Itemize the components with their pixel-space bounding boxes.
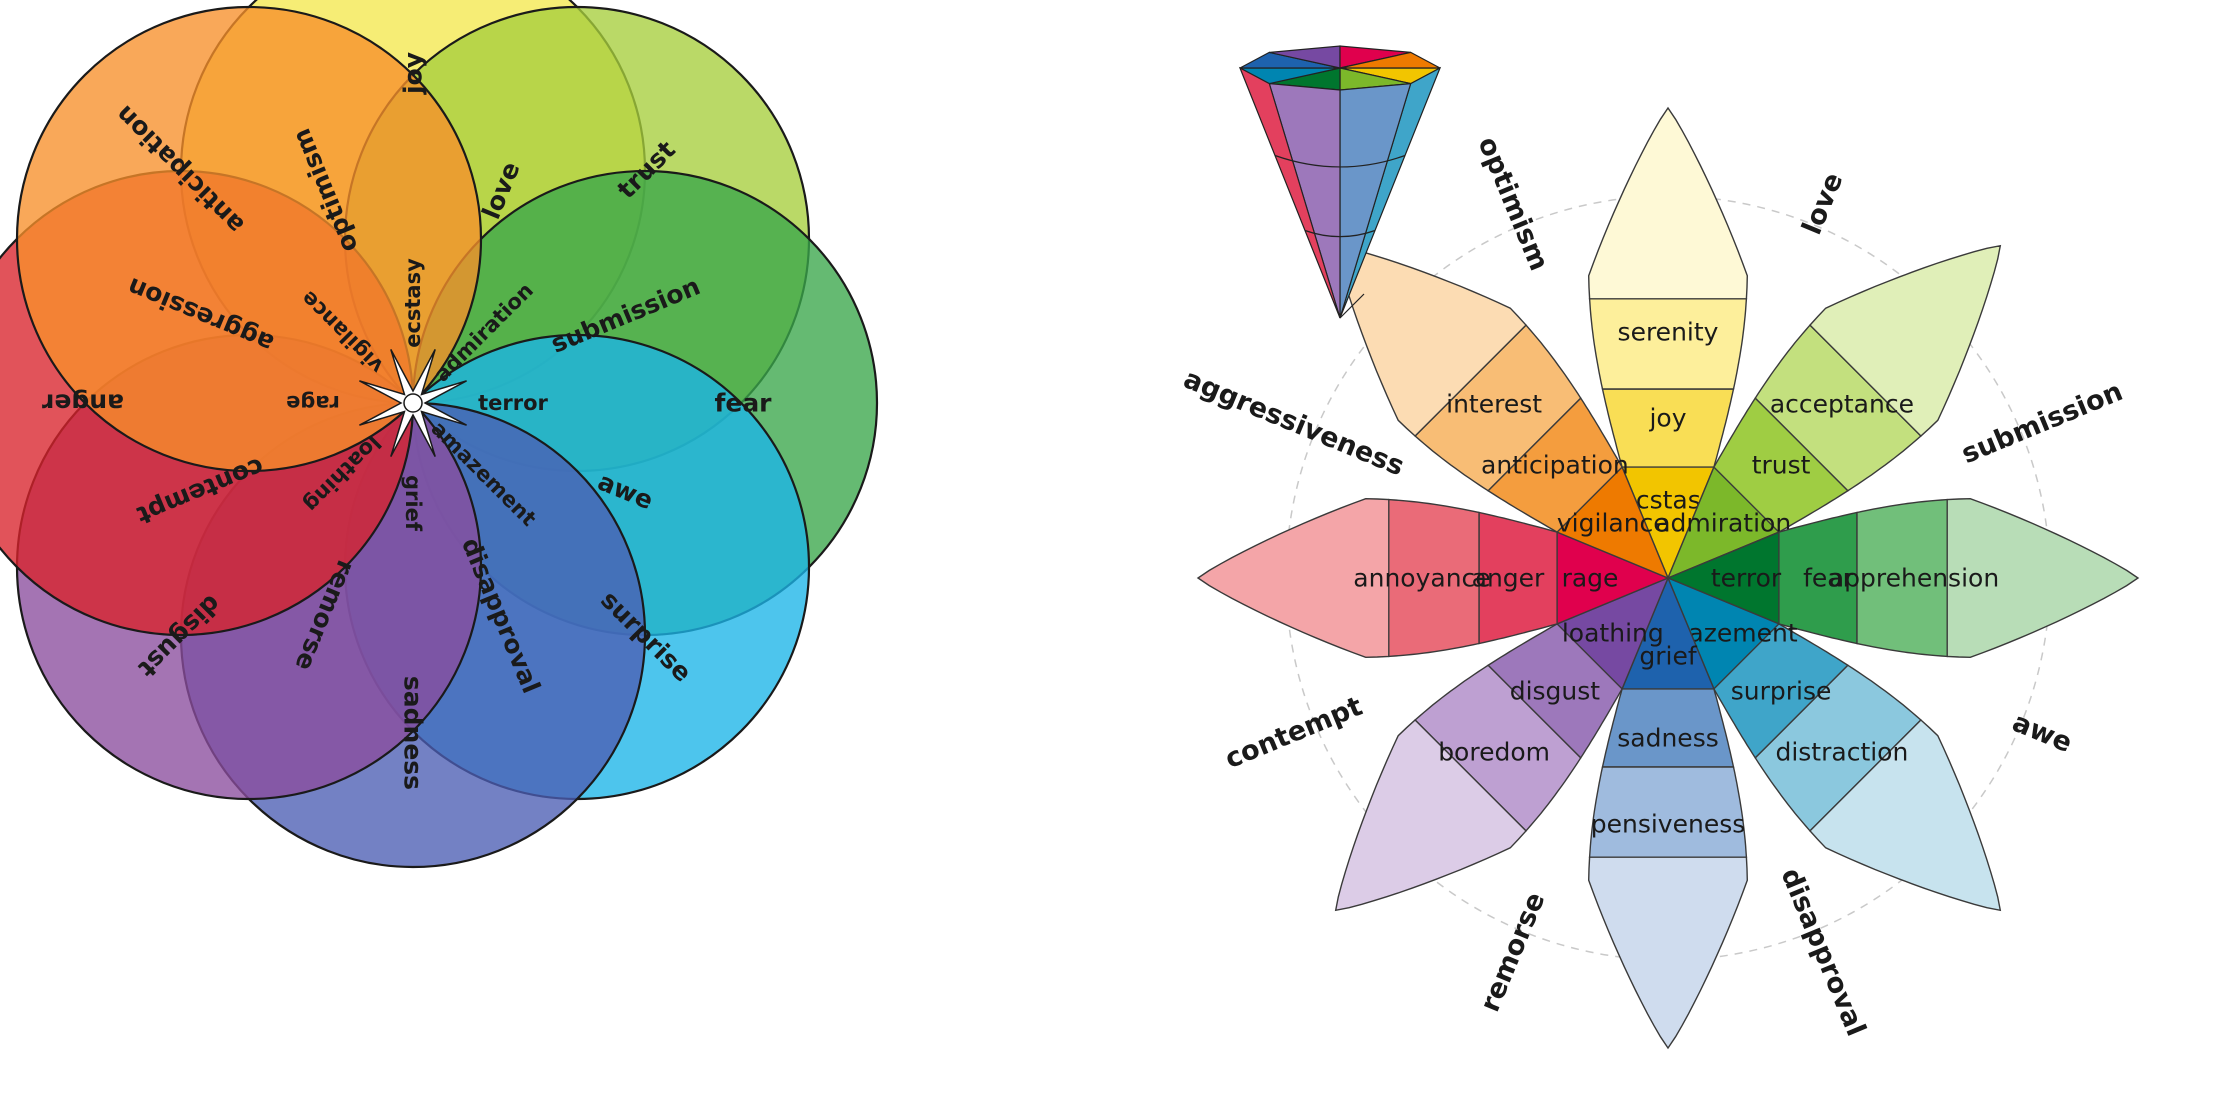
wheel-label-interest: interest [1446, 390, 1542, 419]
venn-label-joy: joy [399, 52, 428, 95]
wheel-label-loathing: loathing [1562, 619, 1664, 648]
wheel-dyad-aggressiveness: aggressiveness [1179, 364, 1408, 483]
wheel-dyad-remorse: remorse [1475, 888, 1552, 1016]
wheel-tip-trust [1809, 244, 2002, 437]
wheel-label-grief: grief [1639, 642, 1697, 671]
wheel-label-annoyance: annoyance [1353, 564, 1490, 593]
wheel-label-serenity: serenity [1618, 318, 1719, 347]
wheel-dyad-contempt: contempt [1221, 691, 1367, 775]
wheel-label-terror: terror [1711, 564, 1782, 593]
venn-label-sadness: sadness [399, 676, 428, 790]
wheel-petals: ecstasyjoyserenityadmirationtrustaccepta… [1196, 106, 2140, 1050]
wheel-dyad-optimism: optimism [1472, 132, 1555, 275]
venn-center-dot [403, 393, 423, 413]
wheel-label-anticipation: anticipation [1481, 450, 1629, 479]
cone-top-segment [1339, 51, 1441, 69]
wheel-label-rage: rage [1562, 564, 1619, 593]
wheel-dyad-disapproval: disapproval [1775, 864, 1872, 1041]
wheel-label-anger: anger [1472, 564, 1545, 593]
wheel-label-distraction: distraction [1775, 737, 1908, 766]
wheel-label-joy: joy [1648, 404, 1686, 433]
wheel-tip-joy [1587, 106, 1749, 300]
wheel-label-fear: fear [1803, 564, 1854, 593]
wheel-dyad-awe: awe [2008, 707, 2077, 759]
cone-ring [1274, 154, 1406, 168]
emotion-cone-icon [1238, 45, 1442, 319]
wheel-label-acceptance: acceptance [1770, 390, 1914, 419]
wheel-tip-fear [1946, 497, 2140, 659]
wheel-label-surprise: surprise [1731, 677, 1832, 706]
wheel-dyad-submission: submission [1957, 376, 2127, 470]
wheel-label-admiration: admiration [1655, 508, 1791, 537]
venn-intense-rage: rage [286, 391, 340, 415]
venn-intense-grief: grief [401, 475, 425, 532]
venn-label-fear: fear [714, 389, 772, 418]
wheel-label-pensiveness: pensiveness [1591, 810, 1746, 839]
wheel-label-sadness: sadness [1617, 724, 1719, 753]
venn-intense-terror: terror [478, 391, 548, 415]
wheel-dyad-love: love [1796, 168, 1849, 239]
wheel-tip-sadness [1587, 856, 1749, 1050]
wheel-label-trust: trust [1752, 450, 1811, 479]
wheel-label-disgust: disgust [1510, 677, 1601, 706]
cone-ring [1304, 229, 1376, 238]
wheel-tip-anger [1196, 497, 1390, 659]
venn-circle-anticipation [15, 5, 483, 473]
wheel-label-apprehension: apprehension [1829, 564, 1999, 593]
venn-label-anger: anger [41, 389, 124, 418]
emotion-wheel-diagram: ecstasyjoyserenityadmirationtrustaccepta… [1179, 45, 2140, 1050]
wheel-label-vigilance: vigilance [1557, 508, 1669, 537]
cone-tip [1339, 293, 1365, 319]
wheel-label-boredom: boredom [1438, 737, 1550, 766]
venn-intense-ecstasy: ecstasy [401, 258, 425, 348]
emotion-venn-diagram: joytrustfearsurprisesadnessdisgustangera… [0, 0, 879, 869]
wheel-tip-surprise [1809, 719, 2002, 912]
wheel-tip-disgust [1334, 719, 1527, 912]
wheel-petal-trust: admiration trust acceptance [1655, 244, 2002, 580]
wheel-petal-disgust: loathing disgust boredom [1334, 576, 1670, 912]
cone-side-segment [1238, 66, 1341, 319]
wheel-petal-sadness: grief sadness pensiveness [1587, 576, 1749, 1050]
